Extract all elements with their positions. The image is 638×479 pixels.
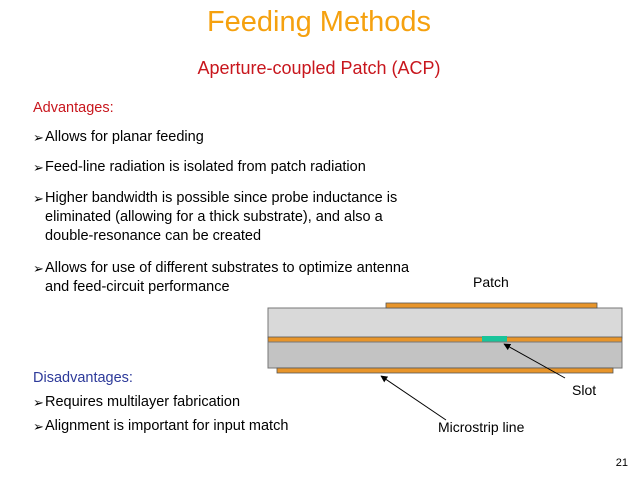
disadvantage-item: ➢ Alignment is important for input match xyxy=(33,418,289,434)
slot-pointer-arrow xyxy=(503,343,566,379)
advantage-item: ➢ Feed-line radiation is isolated from p… xyxy=(33,159,366,175)
page-number: 21 xyxy=(615,457,628,469)
arrow-bullet-icon: ➢ xyxy=(33,395,44,410)
arrow-bullet-icon: ➢ xyxy=(33,419,44,434)
microstrip-line-label: Microstrip line xyxy=(438,419,525,435)
lower-substrate xyxy=(267,341,623,369)
slide-subtitle: Aperture-coupled Patch (ACP) xyxy=(197,58,441,78)
microstrip-pointer-arrow xyxy=(380,375,447,421)
advantages-heading: Advantages: xyxy=(33,100,114,116)
upper-substrate xyxy=(267,307,623,339)
ground-plane xyxy=(267,336,623,343)
disadvantage-item: ➢ Requires multilayer fabrication xyxy=(33,394,241,410)
disadvantages-heading: Disadvantages: xyxy=(33,370,133,386)
advantage-item: ➢ Allows for planar feeding xyxy=(33,129,204,145)
patch xyxy=(385,302,598,309)
arrow-bullet-icon: ➢ xyxy=(33,261,44,276)
arrow-bullet-icon: ➢ xyxy=(33,160,44,175)
slot-label: Slot xyxy=(572,382,597,398)
slide-title: Feeding Methods xyxy=(206,6,432,38)
patch-label: Patch xyxy=(473,274,509,290)
advantage-item: ➢ Allows for use of different substrates… xyxy=(33,260,410,295)
arrow-bullet-icon: ➢ xyxy=(33,191,44,206)
advantage-item: ➢ Higher bandwidth is possible since pro… xyxy=(33,190,398,244)
microstrip-line xyxy=(276,367,614,374)
arrow-bullet-icon: ➢ xyxy=(33,130,44,145)
slot xyxy=(482,336,507,343)
